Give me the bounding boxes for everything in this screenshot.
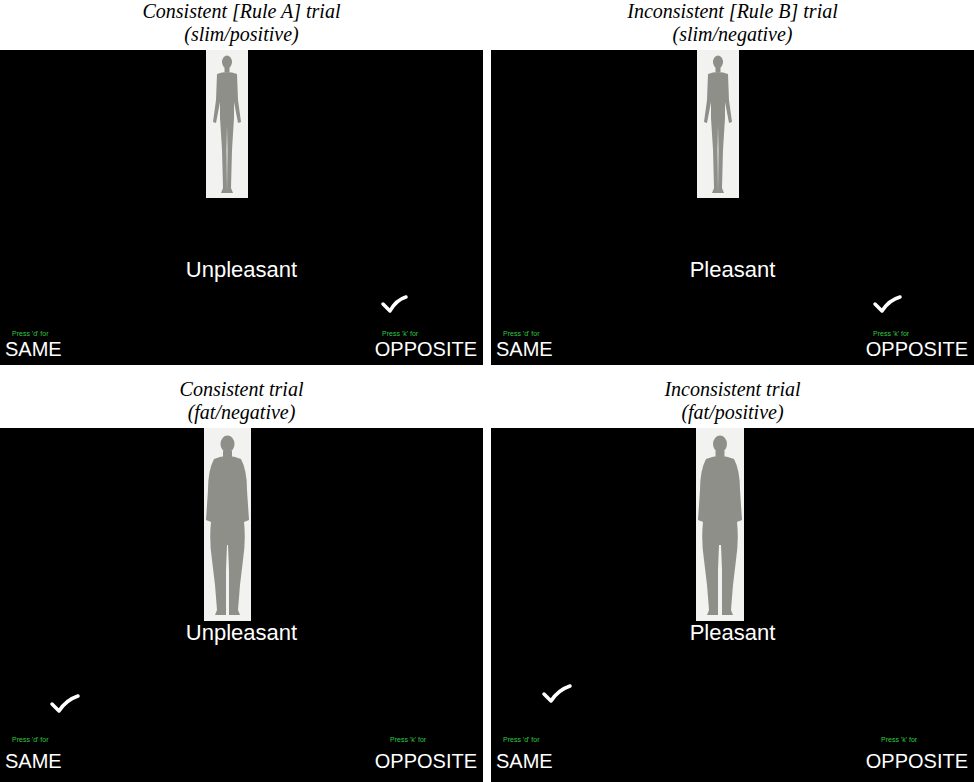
- response-label: OPPOSITE: [866, 338, 968, 361]
- key-hint: Press 'd' for: [12, 330, 49, 337]
- response-label: OPPOSITE: [375, 338, 477, 361]
- key-hint: Press 'd' for: [503, 736, 540, 743]
- response-label: SAME: [496, 338, 553, 361]
- screen: [0, 50, 483, 365]
- trial-caption: Inconsistent trial (fat/positive): [633, 378, 833, 424]
- key-hint: Press 'k' for: [382, 330, 418, 337]
- check-mark: [544, 686, 570, 701]
- trial-screen: Inconsistent trial (fat/positive)Pleasan…: [491, 428, 974, 782]
- slim-body: [697, 50, 739, 198]
- response-label: OPPOSITE: [866, 750, 968, 773]
- response-label: SAME: [5, 338, 62, 361]
- check-mark: [875, 297, 900, 311]
- check-mark: [52, 696, 78, 711]
- key-hint: Press 'd' for: [503, 330, 540, 337]
- key-hint: Press 'k' for: [873, 330, 909, 337]
- key-hint: Press 'k' for: [881, 736, 917, 743]
- screen: [491, 428, 974, 782]
- slim-body: [206, 50, 248, 198]
- trial-screen: Consistent trial (fat/negative)Unpleasan…: [0, 428, 483, 782]
- trial-screen: Inconsistent [Rule B] trial (slim/negati…: [491, 50, 974, 365]
- stimulus-word: Pleasant: [690, 257, 776, 283]
- screen: [491, 50, 974, 365]
- key-hint: Press 'd' for: [12, 736, 49, 743]
- trial-caption: Inconsistent [Rule B] trial (slim/negati…: [603, 0, 863, 46]
- screen: [0, 428, 483, 782]
- stimulus-word: Pleasant: [690, 620, 776, 646]
- stimulus-word: Unpleasant: [186, 257, 297, 283]
- response-label: OPPOSITE: [375, 750, 477, 773]
- check-mark: [383, 297, 406, 311]
- stimulus-word: Unpleasant: [186, 620, 297, 646]
- trial-caption: Consistent [Rule A] trial (slim/positive…: [112, 0, 372, 46]
- response-label: SAME: [5, 750, 62, 773]
- response-label: SAME: [496, 750, 553, 773]
- trial-caption: Consistent trial (fat/negative): [142, 378, 342, 424]
- key-hint: Press 'k' for: [390, 736, 426, 743]
- fat-body: [696, 428, 744, 621]
- fat-body: [204, 428, 251, 621]
- trial-screen: Consistent [Rule A] trial (slim/positive…: [0, 50, 483, 365]
